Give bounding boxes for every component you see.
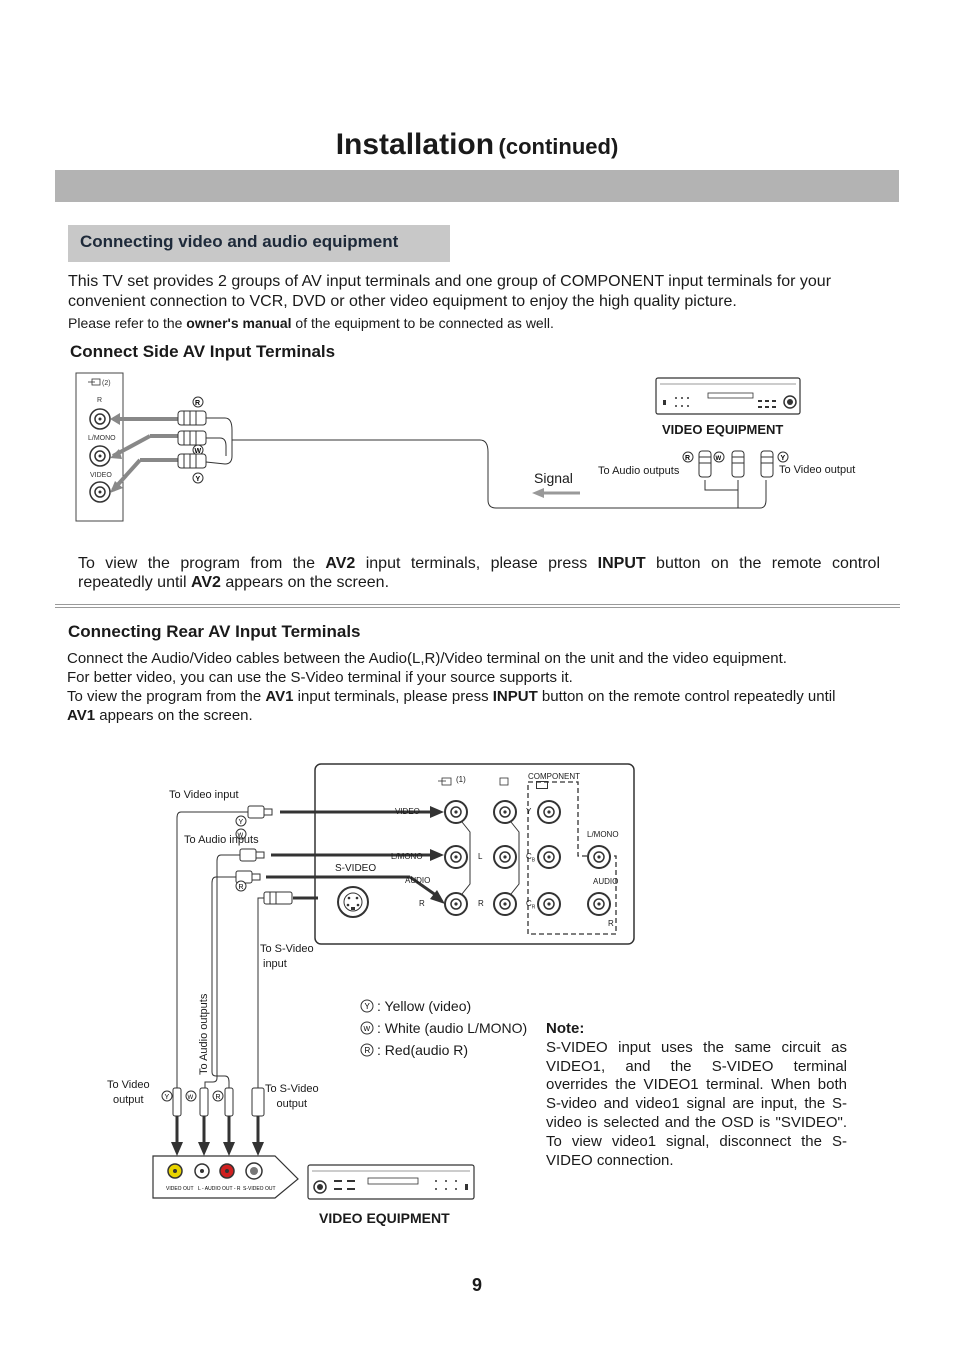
intro-line-1: This TV set provides 2 groups of AV inpu… [68,273,832,290]
side-to-video-output: To Video output [779,464,856,476]
equip-plug-y: Y [760,450,789,478]
rear-av-heading: Connecting Rear AV Input Terminals [68,622,361,641]
side-to-audio-outputs: To Audio outputs [598,465,680,477]
svg-text:W: W [716,456,722,462]
panel-l-label: L [478,852,483,861]
title-main: Installation [335,128,495,161]
panel-lmono2-label: L/MONO [587,830,619,839]
rear-line-4: AV1 appears on the screen. [67,707,253,724]
panel-cb-label: CB [526,852,536,864]
svg-text:R: R [685,455,690,462]
side-equipment-label: VIDEO EQUIPMENT [662,422,784,437]
to-svideo-output: To S-Video output [265,1083,319,1110]
equip-svideo-out: S-VIDEO OUT [243,1186,276,1192]
panel-r-label-3: R [608,919,614,928]
page-title: Installation (continued) [0,128,954,162]
panel-lmono-label: L/MONO [391,852,423,861]
side-plug-y: Y [177,453,207,484]
to-audio-inputs: To Audio inputs [184,834,259,846]
intro-line-2: convenient connection to VCR, DVD or oth… [68,293,737,310]
panel-audio2-label: AUDIO [593,877,619,886]
svg-text:W: W [364,1026,371,1033]
section-header-box: Connecting video and audio equipment [68,225,450,262]
svg-text:Y: Y [196,476,201,483]
panel-component-label: COMPONENT [528,772,580,781]
equip-audio-out: L - AUDIO OUT - R [198,1186,241,1192]
svg-text:R: R [239,884,244,891]
svg-text:W: W [188,1095,194,1101]
bottom-plug-w [199,1087,209,1117]
svg-text:W: W [195,448,202,455]
svg-text:Y: Y [239,819,244,826]
panel-r-label-1: R [419,899,425,908]
to-video-input: To Video input [169,789,239,801]
side-plug-w: W [177,430,207,456]
title-rule-bar [55,170,899,202]
section-divider [55,604,900,608]
equip-plug-r: R [682,450,712,478]
to-svideo-input: To S-Video input [260,943,314,970]
intro-line-3: Please refer to the owner's manual of th… [68,315,554,331]
svg-text:R: R [216,1094,221,1101]
section-title: Connecting video and audio equipment [80,232,399,251]
to-audio-outputs: To Audio outputs [198,993,210,1075]
rear-line-2: For better video, you can use the S-Vide… [67,669,573,686]
side-panel-video: VIDEO [90,472,112,479]
rear-plug-audio-r: R [235,870,261,892]
page-number: 9 [472,1275,483,1295]
note-body: S-VIDEO input uses the same circuit as V… [546,1038,847,1169]
title-sub: (continued) [498,134,619,159]
panel-y-label: Y [526,807,532,816]
svg-text:W: W [238,833,244,839]
intro-paragraph: This TV set provides 2 groups of AV inpu… [68,272,908,333]
rear-equipment-label: VIDEO EQUIPMENT [319,1210,450,1226]
rear-line-3: To view the program from the AV1 input t… [67,688,836,705]
side-av-heading: Connect Side AV Input Terminals [70,342,336,361]
side-instr-line-2: repeatedly until AV2 appears on the scre… [78,574,390,591]
side-av-diagram: (2) R L/MONO VIDEO R W Y [75,372,801,522]
input-icon [88,378,101,386]
rear-av-diagram: Y W R Y W R VIDEO OUT L - AUDIO OUT - R … [152,763,635,1200]
rear-plug-video-in: Y [235,805,273,827]
equip-plug-w: W [713,450,745,478]
svg-text:Y: Y [365,1002,371,1011]
svideo-jack [337,886,369,918]
equip-video-out: VIDEO OUT [166,1186,194,1192]
svg-text:R: R [195,400,200,407]
bottom-plug-y [172,1087,182,1117]
side-panel-lmono: L/MONO [88,435,116,442]
legend-w: : White (audio L/MONO) [377,1020,528,1036]
svg-text:R: R [365,1046,371,1055]
component-input-icon [536,781,548,789]
side-panel-label: (2) [102,380,111,387]
panel-input-label: (1) [456,775,466,784]
rear-line-1: Connect the Audio/Video cables between t… [67,650,787,667]
bottom-plug-r [224,1087,234,1117]
panel-r-label-2: R [478,899,484,908]
svg-text:Y: Y [781,455,786,462]
to-video-output: To Video output [107,1079,150,1106]
note-title: Note: [546,1020,585,1037]
side-plug-r: R [177,396,207,426]
panel-video-label: VIDEO [395,807,420,816]
side-video-equipment [655,377,801,415]
note-block: Note: S-VIDEO input uses the same circui… [546,1020,847,1170]
rear-plug-svideo [263,891,293,905]
panel-svideo-label: S-VIDEO [335,863,377,874]
rear-plug-audio-w: W [235,828,265,862]
rear-video-equipment [307,1164,475,1200]
panel-audio-label: AUDIO [405,876,431,885]
rear-av-paragraph: Connect the Audio/Video cables between t… [67,649,907,725]
svg-text:Y: Y [165,1094,170,1101]
rear-output-icon [499,777,509,786]
side-instr-line-1: To view the program from the AV2 input t… [78,555,881,572]
legend-r: : Red(audio R) [377,1042,469,1058]
side-panel-r: R [97,397,102,404]
bottom-plug-s [251,1087,265,1117]
signal-label: Signal [534,470,573,486]
panel-cr-label: CR [526,899,536,911]
legend-y: : Yellow (video) [377,998,472,1014]
rear-input-icon [438,777,452,786]
